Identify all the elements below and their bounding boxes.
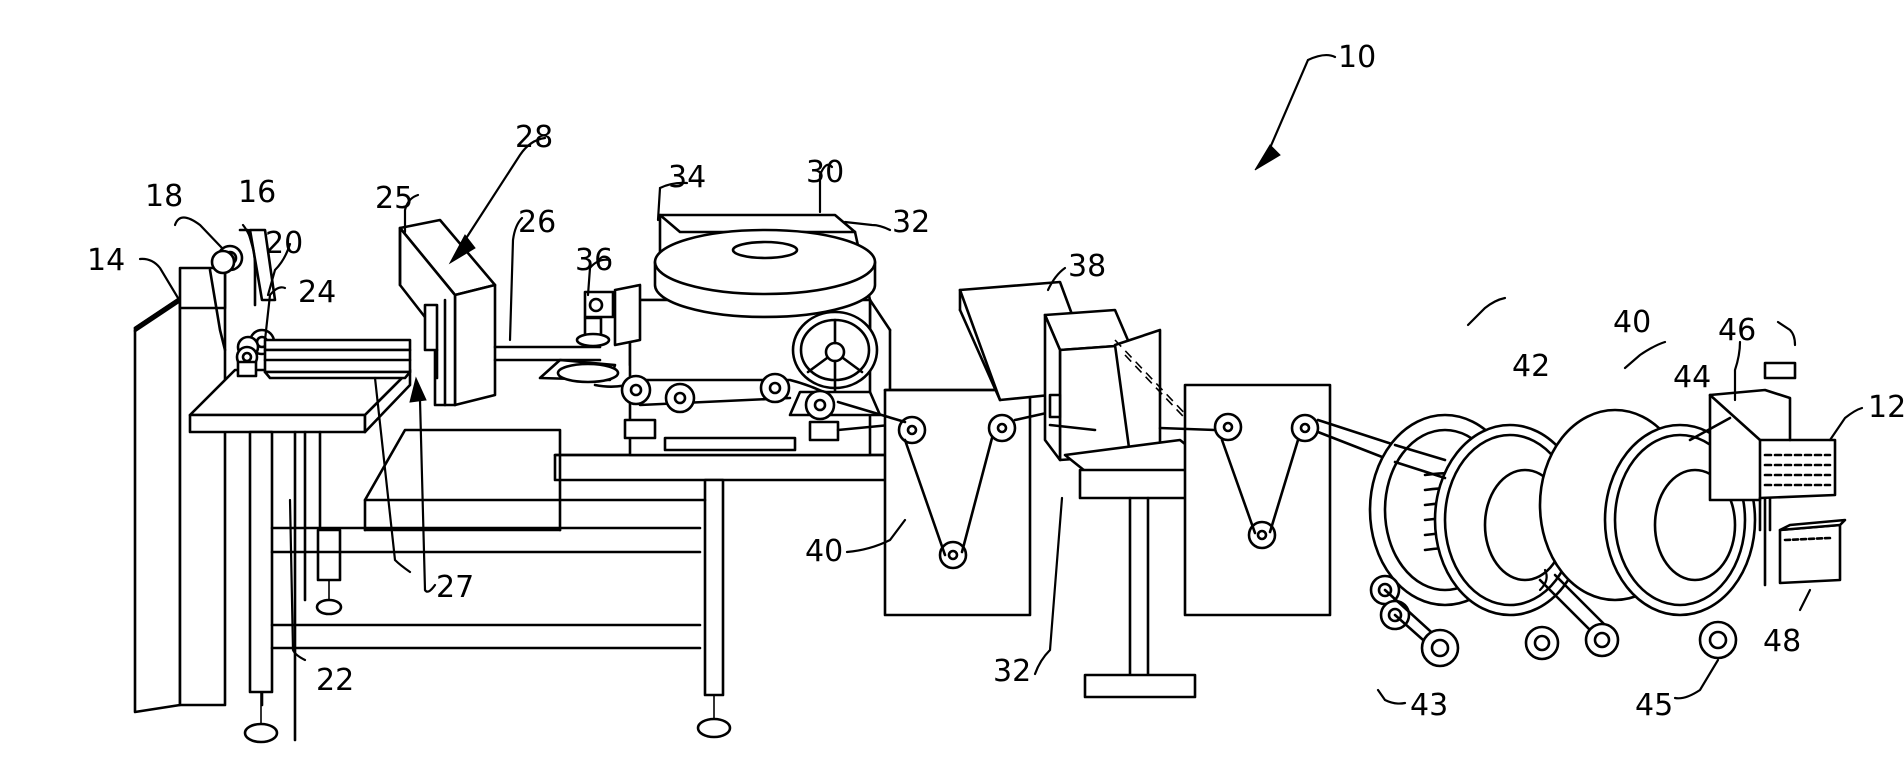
label-40-left: 40 [805,534,843,569]
label-34: 34 [668,160,706,195]
label-45: 45 [1635,688,1673,723]
label-22: 22 [316,663,354,698]
label-24: 24 [298,275,336,310]
loop-cabinet-right [1160,385,1395,615]
label-48: 48 [1763,624,1801,659]
label-46: 46 [1718,313,1756,348]
label-18: 18 [145,179,183,214]
label-26: 26 [518,205,556,240]
label-25: 25 [375,181,413,216]
label-30: 30 [806,155,844,190]
label-12: 12 [1868,390,1904,425]
press-head [400,220,495,405]
frame-cabinet [135,268,225,712]
label-14: 14 [87,243,125,278]
guide-rail [265,340,410,378]
label-10: 10 [1338,40,1376,75]
lower-module [365,430,560,530]
label-32-top: 32 [892,205,930,240]
coil-roll [655,230,875,317]
label-28: 28 [515,120,553,155]
central-table [555,455,890,737]
label-27: 27 [436,570,474,605]
label-44: 44 [1673,360,1711,395]
label-42: 42 [1512,349,1550,384]
label-36: 36 [575,243,613,278]
handwheel [790,312,880,415]
work-table [190,370,700,742]
label-16: 16 [238,175,276,210]
label-32-bottom: 32 [993,654,1031,689]
strip-feed [495,285,640,382]
label-20: 20 [265,226,303,261]
label-43: 43 [1410,688,1448,723]
label-38: 38 [1068,249,1106,284]
label-40-right: 40 [1613,305,1651,340]
